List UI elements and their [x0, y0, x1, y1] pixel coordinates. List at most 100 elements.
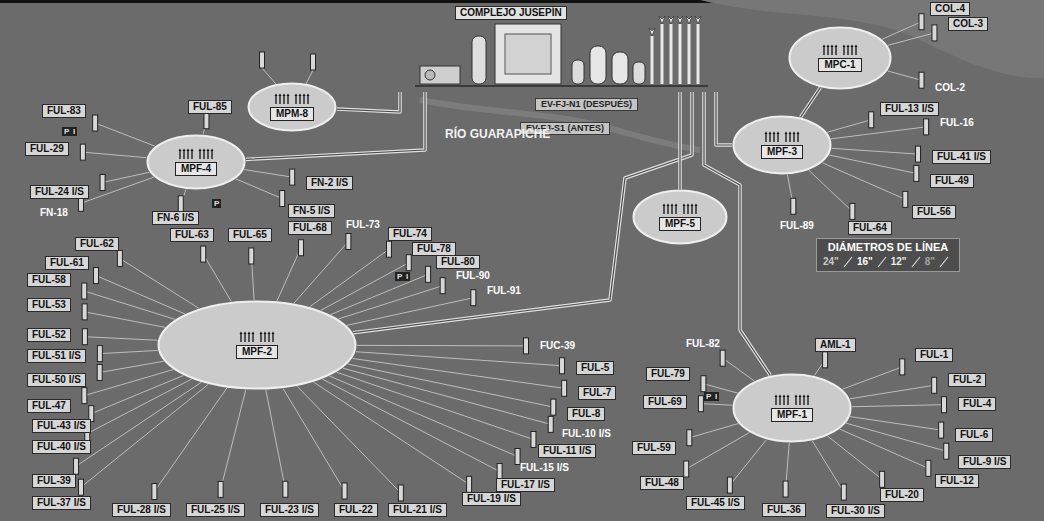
well-label-box: AML-1	[815, 338, 856, 352]
well-symbol	[152, 484, 157, 500]
manifold-icon	[772, 394, 812, 406]
well-label-box: FUL-49	[930, 174, 974, 188]
manifold-icon	[176, 148, 216, 160]
flowline	[882, 22, 921, 40]
flowline	[812, 441, 844, 492]
flowline	[203, 254, 231, 301]
trunk-pipeline	[337, 92, 400, 112]
well-label-box: FUL-68	[288, 221, 332, 235]
well-name: FUL-80	[436, 255, 480, 269]
well-label-box: FUL-40 I/S	[32, 440, 91, 454]
flowline	[339, 286, 443, 319]
well-label-box: FUL-13 I/S	[880, 102, 939, 116]
well-label-box: FUL-62	[75, 237, 119, 251]
status-tag: P	[395, 272, 404, 281]
well-symbol	[562, 380, 567, 396]
well-label-box: COL-4	[930, 2, 970, 16]
pipe-outer	[678, 92, 682, 189]
manifold-shape	[790, 28, 891, 89]
well-flowline	[727, 440, 766, 493]
well-name: FUL-78	[412, 242, 456, 256]
status-tag: I	[404, 272, 410, 281]
flowline	[314, 382, 470, 484]
flowline	[306, 70, 313, 84]
well-name: FUL-21 I/S	[388, 503, 447, 517]
well-symbol	[398, 485, 403, 501]
flowline	[266, 390, 286, 489]
well-symbol	[471, 290, 476, 306]
well-name: FUL-69	[643, 395, 687, 409]
well-flowline	[687, 424, 738, 446]
well-name: FUL-24 I/S	[30, 185, 89, 199]
leader-line	[831, 119, 929, 139]
well-label-box: FUL-6	[955, 428, 993, 442]
well-label-box: FUL-28 I/S	[112, 503, 171, 517]
well-symbol	[548, 416, 553, 432]
well-flowline	[843, 359, 905, 389]
well-name: FUL-89	[780, 220, 814, 232]
well-label-box: FUL-56	[912, 205, 956, 219]
flowline	[120, 258, 199, 308]
well-symbol	[426, 266, 431, 282]
well-symbol	[900, 359, 905, 375]
flowline	[84, 370, 173, 396]
flowline	[85, 337, 158, 340]
status-tag: P	[212, 199, 221, 208]
well-label-box: FUL-30 I/S	[826, 504, 885, 518]
well-symbol	[720, 350, 725, 366]
well-name: FN-5 I/S	[288, 204, 335, 218]
well-symbol	[932, 25, 937, 41]
legend-text: 16"	[857, 256, 873, 268]
flowline	[843, 367, 903, 389]
well-symbol	[916, 146, 921, 162]
separator-tank	[572, 60, 584, 84]
well-flowline	[888, 25, 937, 45]
manifold-ellipse: MPM-8	[247, 82, 337, 132]
legend-box: DIÁMETROS DE LÍNEA24"16"12"8"	[816, 238, 960, 272]
trunk-pipeline	[716, 92, 732, 145]
well-label-box: FUL-20	[880, 488, 924, 502]
well-flowline	[244, 169, 295, 185]
well-flowline	[93, 115, 155, 146]
well-symbol	[204, 113, 209, 129]
well-flowline	[80, 144, 146, 160]
well-flowline	[201, 246, 232, 301]
well-symbol	[698, 396, 703, 412]
well-flowline	[783, 443, 789, 497]
flowline	[829, 155, 916, 173]
flowline	[85, 312, 165, 327]
flowline	[294, 241, 348, 303]
well-name: FUL-64	[848, 221, 892, 235]
well-label-box: COL-3	[948, 17, 988, 31]
manifold-ellipse: MPF-4	[146, 134, 246, 190]
well-label-box: FUL-23 I/S	[260, 503, 319, 517]
well-name: FUL-25 I/S	[186, 503, 245, 517]
leader-line	[720, 350, 754, 381]
well-symbol	[440, 278, 445, 294]
flowline	[236, 179, 282, 199]
well-symbol	[299, 240, 304, 256]
flowline	[356, 352, 562, 366]
well-name: FUL-37 I/S	[32, 496, 91, 510]
well-symbol	[903, 191, 908, 207]
leader-line	[339, 278, 446, 319]
status-tag: I	[713, 392, 719, 401]
well-symbol	[932, 377, 937, 393]
well-name: COL-2	[935, 82, 965, 94]
flowline	[95, 123, 155, 146]
flowline	[846, 423, 946, 451]
manifold-ellipse: MPF-5	[632, 189, 728, 245]
well-flowline	[337, 372, 536, 447]
well-flowline	[203, 113, 209, 135]
well-name: FUL-19 I/S	[462, 492, 521, 506]
well-name: FUL-51 I/S	[27, 349, 86, 363]
well-symbol	[178, 196, 183, 212]
well-name: FUL-30 I/S	[826, 504, 885, 518]
flowline	[689, 424, 738, 438]
well-name: FUL-17 I/S	[496, 478, 555, 492]
well-label-box: FUL-43 I/S	[32, 419, 91, 433]
well-label-box: FUL-5	[576, 361, 614, 375]
flowline	[822, 163, 905, 200]
well-symbol	[97, 364, 102, 380]
well-label-box: FUL-50 I/S	[27, 373, 86, 387]
